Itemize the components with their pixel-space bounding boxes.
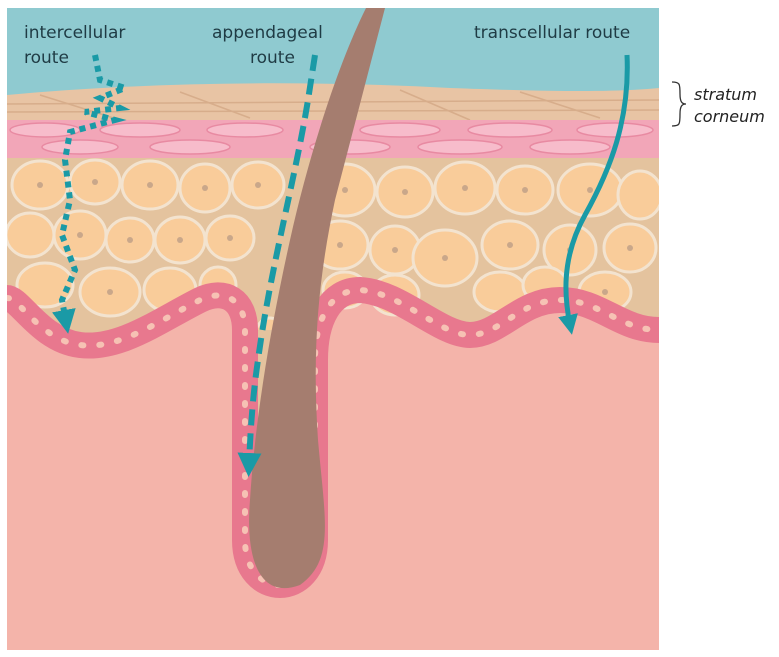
transcellular-route-label: transcellular route — [474, 23, 630, 43]
appendageal-route-label-line1: appendageal — [212, 23, 323, 43]
intercellular-route-label-line1: intercellular — [24, 23, 125, 43]
appendageal-route-label-line2: route — [250, 48, 295, 68]
intercellular-route-label-line2: route — [24, 48, 69, 68]
stratum-corneum-label-line1: stratum — [694, 85, 757, 104]
stratum-corneum-bracket — [672, 82, 686, 126]
stratum-corneum-label-line2: corneum — [694, 107, 765, 126]
